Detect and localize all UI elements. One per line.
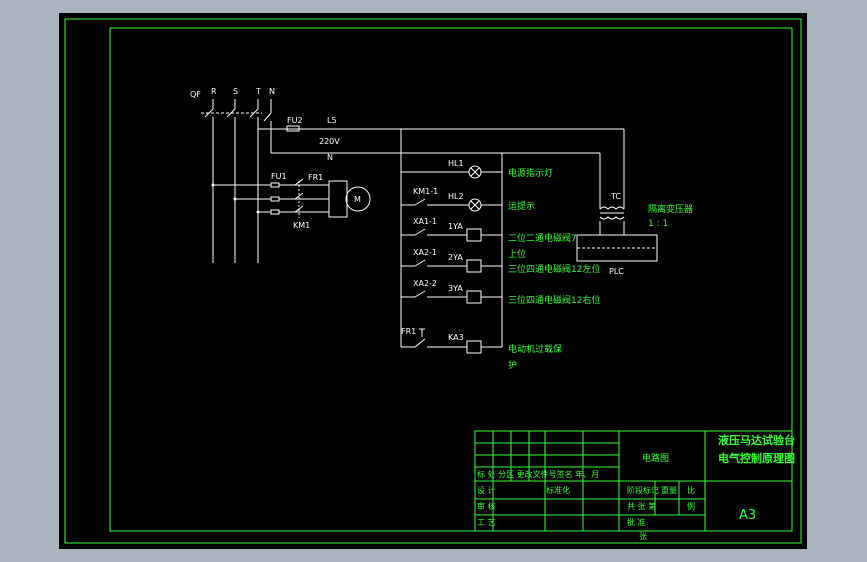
label-2ya: 2YA xyxy=(448,253,463,262)
title-block xyxy=(474,430,793,532)
rung-3ya xyxy=(401,290,502,304)
label-1ya: 1YA xyxy=(448,222,463,231)
electrical-schematic: QF R S T N FU2 L5 220V N xyxy=(64,18,802,544)
title-row2-b: 标准化 xyxy=(546,485,570,495)
rung-ka3 xyxy=(401,328,502,354)
rung-hl1 xyxy=(401,165,502,179)
title-project-1: 液压马达试验台 xyxy=(718,433,795,447)
label-xa1-1: XA1-1 xyxy=(413,217,437,226)
label-ka3: KA3 xyxy=(448,333,464,342)
title-row2-e: 比 xyxy=(687,485,695,495)
rung-2ya xyxy=(401,259,502,273)
breaker-qf xyxy=(201,99,272,263)
title-row3-c: 例 xyxy=(687,501,695,511)
label-fr1-bottom: FR1 xyxy=(401,327,416,336)
label-l5: L5 xyxy=(327,116,337,125)
title-row4-b: 批 准 xyxy=(627,517,646,527)
desc-valve-a-1: 二位二通电磁阀7 xyxy=(508,232,577,244)
label-plc: PLC xyxy=(609,267,624,276)
transformer-tc xyxy=(576,129,658,262)
title-row4-a: 工 艺 xyxy=(477,518,496,527)
drawing-sheet: QF R S T N FU2 L5 220V N xyxy=(59,13,807,549)
desc-transformer-1: 隔离变压器 xyxy=(648,203,693,215)
rung-1ya xyxy=(401,228,502,242)
title-row2-c: 阶段标记 xyxy=(627,485,659,495)
label-t: T xyxy=(255,87,261,96)
fuse-fu2 xyxy=(286,125,300,132)
label-n2: N xyxy=(327,153,333,162)
desc-overload-2: 护 xyxy=(508,359,517,371)
title-row2-a: 设 计 xyxy=(477,485,496,495)
label-fu1: FU1 xyxy=(271,172,287,181)
title-drawing-name: 电路图 xyxy=(642,452,669,464)
title-row2-d: 重量 xyxy=(661,485,677,495)
label-3ya: 3YA xyxy=(448,284,463,293)
desc-power-lamp: 电源指示灯 xyxy=(508,167,553,179)
desc-run-lamp: 运提示 xyxy=(508,201,535,212)
inner-frame xyxy=(109,27,793,532)
title-row4-c: 张 xyxy=(639,532,647,541)
title-row1: 标 处 分区 更改文件号签名 年、月 xyxy=(477,469,599,479)
title-sheet-size: A3 xyxy=(739,508,756,523)
label-xa2-1: XA2-1 xyxy=(413,248,437,257)
label-s: S xyxy=(233,87,238,96)
title-project-2: 电气控制原理图 xyxy=(718,451,795,465)
label-fu2: FU2 xyxy=(287,116,303,125)
motor-branch xyxy=(211,178,371,218)
rung-hl2 xyxy=(401,198,502,212)
desc-transformer-2: 1 : 1 xyxy=(648,219,668,229)
label-n: N xyxy=(269,87,275,96)
label-km1-1: KM1-1 xyxy=(413,187,438,196)
label-hl1: HL1 xyxy=(448,159,464,168)
label-fr1-top: FR1 xyxy=(308,173,323,182)
label-qf: QF xyxy=(190,90,201,99)
desc-valve-b: 三位四通电磁阀12左位 xyxy=(508,263,600,275)
desc-overload-1: 电动机过载保 xyxy=(508,343,562,355)
title-row3-b: 共 张 第 xyxy=(627,501,656,511)
title-row3-a: 审 核 xyxy=(477,501,496,511)
label-220v: 220V xyxy=(319,137,340,146)
label-xa2-2: XA2-2 xyxy=(413,279,437,288)
label-motor: M xyxy=(354,195,361,204)
desc-valve-c: 三位四通电磁阀12右位 xyxy=(508,294,600,306)
outer-frame xyxy=(64,18,802,544)
label-r: R xyxy=(211,87,217,96)
desc-valve-a-2: 上位 xyxy=(508,248,526,260)
label-km1-main: KM1 xyxy=(293,221,310,230)
label-hl2: HL2 xyxy=(448,192,464,201)
label-tc: TC xyxy=(610,192,621,201)
